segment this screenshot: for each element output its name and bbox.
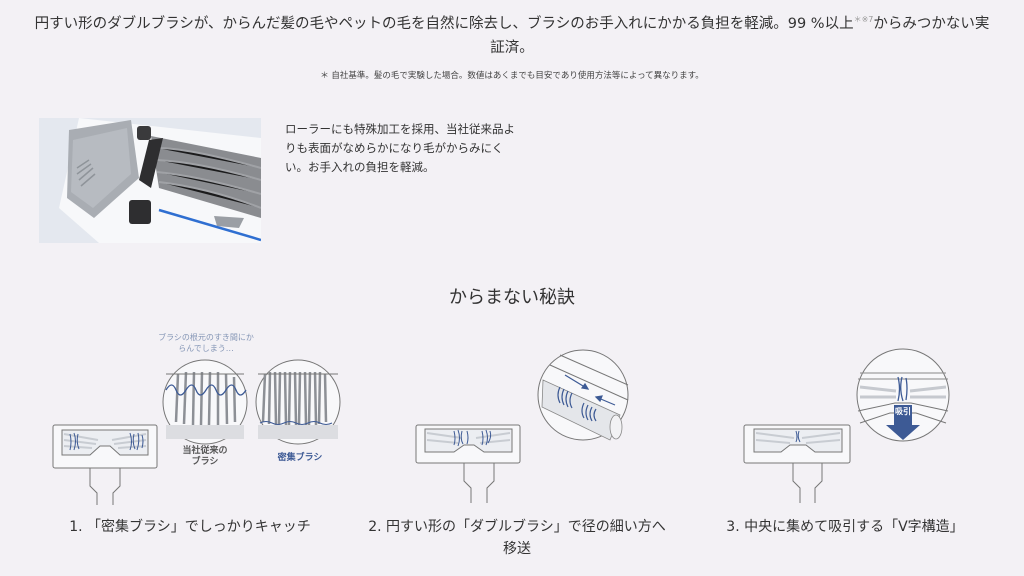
dense-brush-label: 密集ブラシ: [277, 453, 323, 463]
intro-paragraph: 円すい形のダブルブラシが、からんだ髪の毛やペットの毛を自然に除去し、ブラシのお手…: [30, 8, 994, 60]
step-3-caption: 3. 中央に集めて吸引する「V字構造」: [726, 519, 964, 535]
section-title: からまない秘訣: [449, 287, 575, 308]
intro-text-tail: からみつかない実証済。: [490, 16, 990, 56]
footnote-marker: ＊※7: [853, 15, 874, 24]
roller-closeup-image: [39, 118, 261, 243]
feature-description: ローラーにも特殊加工を採用、当社従来品よりも表面がなめらかになり毛がからみにくい…: [285, 122, 515, 174]
step-3-diagram: 吸引: [740, 345, 960, 505]
suction-label: 吸引: [895, 407, 911, 416]
step-2-caption: 2. 円すい形の「ダブルブラシ」で径の細い方へ移送: [368, 519, 666, 557]
conventional-brush-label: 当社従来のブラシ: [182, 446, 228, 467]
footnote: ＊ 自社基準。髪の毛で実験した場合。数値はあくまでも目安であり使用方法等によって…: [320, 71, 704, 81]
nozzle-double-brush-illustration: [415, 349, 629, 503]
step-1-caption: 1. 「密集ブラシ」でしっかりキャッチ: [69, 519, 311, 535]
intro-text: 円すい形のダブルブラシが、からんだ髪の毛やペットの毛を自然に除去し、ブラシのお手…: [34, 16, 854, 32]
step-2-diagram: [410, 345, 650, 505]
step-1-diagram: ブラシの根元のすき間にからんでしまう… 当社従来のブラシ 密集ブラシ: [50, 330, 350, 510]
nozzle-v-structure-illustration: [743, 348, 950, 503]
nozzle-dense-brush-illustration: [52, 359, 341, 505]
tangle-annotation: ブラシの根元のすき間にからんでしまう…: [158, 333, 254, 353]
